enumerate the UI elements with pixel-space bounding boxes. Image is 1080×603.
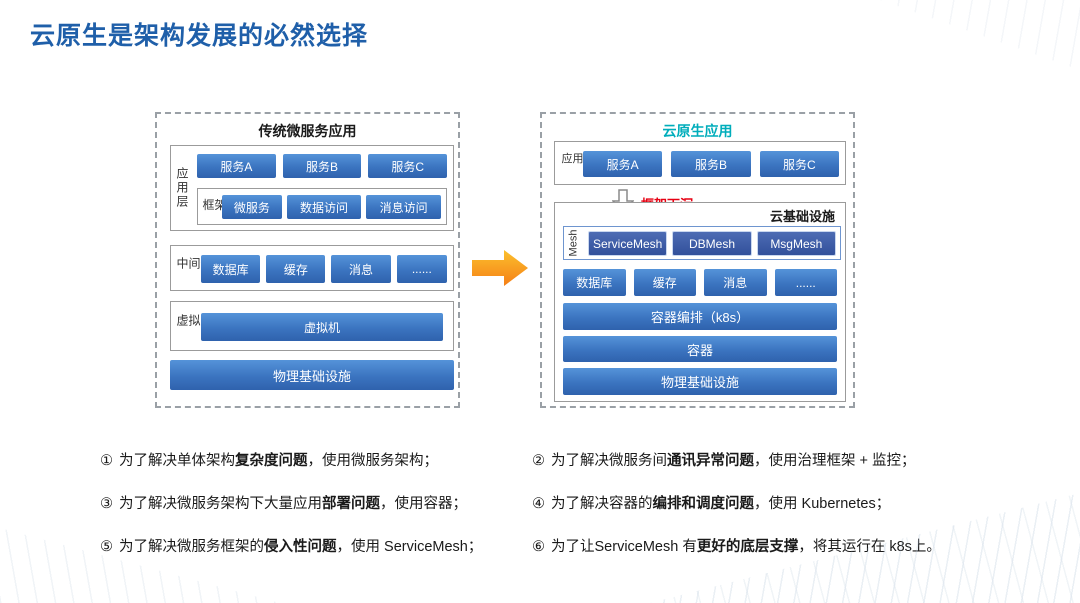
note-number: ③ <box>100 496 113 512</box>
ellipsis-box: ...... <box>396 255 447 283</box>
data-access-box: 数据访问 <box>286 195 362 219</box>
note-bold: 部署问题 <box>322 496 380 512</box>
note-5: ⑤ 为了解决微服务框架的侵入性问题，使用 ServiceMesh； <box>100 535 532 556</box>
note-2: ② 为了解决微服务间通讯异常问题，使用治理框架 + 监控； <box>532 449 1005 470</box>
cloud-infra-section: 云基础设施 Mesh ServiceMesh DBMesh MsgMesh 数据… <box>554 202 846 402</box>
orchestration-box: 容器编排（k8s） <box>563 303 837 330</box>
service-a-box: 服务A <box>583 151 663 177</box>
message-box: 消息 <box>704 269 767 296</box>
right-service-row: 服务A 服务B 服务C <box>583 151 839 177</box>
vm-box: 虚拟机 <box>201 313 443 341</box>
note-text: ，使用微服务架构； <box>307 453 439 469</box>
service-a-box: 服务A <box>197 154 276 178</box>
left-framework-section: 框架 微服务 数据访问 消息访问 <box>197 188 447 225</box>
note-text: 为了解决微服务框架的 <box>119 539 264 555</box>
corner-decoration <box>880 0 1080 70</box>
dbmesh-box: DBMesh <box>672 231 752 256</box>
servicemesh-box: ServiceMesh <box>588 231 668 256</box>
note-text: 为了解决微服务间 <box>551 453 667 469</box>
left-diagram-title: 传统微服务应用 <box>258 123 357 139</box>
left-app-layer-section: 应用层 服务A 服务B 服务C 框架 微服务 数据访问 消息访问 <box>170 145 454 231</box>
left-physical-infra-box: 物理基础设施 <box>170 360 454 390</box>
note-bold: 更好的底层支撑 <box>696 539 799 555</box>
left-middleware-row: 数据库 缓存 消息 ...... <box>201 255 447 283</box>
ellipsis-box: ...... <box>774 269 837 296</box>
note-text: ，使用 Kubernetes； <box>754 496 891 512</box>
right-diagram-title: 云原生应用 <box>662 123 733 139</box>
service-b-box: 服务B <box>671 151 751 177</box>
note-6: ⑥ 为了让ServiceMesh 有更好的底层支撑，将其运行在 k8s上。 <box>532 535 1005 556</box>
note-text: ，使用治理框架 + 监控； <box>754 453 916 469</box>
service-c-box: 服务C <box>368 154 448 178</box>
database-box: 数据库 <box>201 255 261 283</box>
cache-box: 缓存 <box>266 255 326 283</box>
microservice-box: 微服务 <box>222 195 282 219</box>
note-number: ④ <box>532 496 545 512</box>
note-text: 为了让ServiceMesh 有 <box>551 539 697 555</box>
left-framework-row: 微服务 数据访问 消息访问 <box>222 195 441 219</box>
service-b-box: 服务B <box>282 154 362 178</box>
note-text: 为了解决容器的 <box>551 496 653 512</box>
left-virtualization-section: 虚拟化 虚拟机 <box>170 301 454 351</box>
note-bold: 通讯异常问题 <box>667 453 754 469</box>
app-layer-label: 应用层 <box>175 167 189 209</box>
note-text: 为了解决微服务架构下大量应用 <box>119 496 322 512</box>
note-text: 为了解决单体架构 <box>119 453 235 469</box>
right-physical-infra-box: 物理基础设施 <box>563 368 837 395</box>
left-middleware-section: 中间件 数据库 缓存 消息 ...... <box>170 245 454 291</box>
cloud-infra-label: 云基础设施 <box>769 209 835 224</box>
cache-box: 缓存 <box>633 269 696 296</box>
msgmesh-box: MsgMesh <box>756 231 836 256</box>
note-bold: 复杂度问题 <box>235 453 308 469</box>
mesh-row: ServiceMesh DBMesh MsgMesh <box>588 231 836 256</box>
note-number: ⑥ <box>532 539 545 555</box>
service-c-box: 服务C <box>759 151 839 177</box>
cloud-native-diagram: 云原生应用 应用层 服务A 服务B 服务C 框架下沉 云基础设施 Mesh Se… <box>540 112 855 408</box>
note-1: ① 为了解决单体架构复杂度问题，使用微服务架构； <box>100 449 532 470</box>
note-text: ，使用容器； <box>380 496 467 512</box>
message-access-box: 消息访问 <box>366 195 441 219</box>
note-number: ① <box>100 453 113 469</box>
right-app-layer-section: 应用层 服务A 服务B 服务C <box>554 141 846 185</box>
message-box: 消息 <box>331 255 391 283</box>
note-text: ，将其运行在 k8s上。 <box>798 539 941 555</box>
note-number: ② <box>532 453 545 469</box>
note-3: ③ 为了解决微服务架构下大量应用部署问题，使用容器； <box>100 492 532 513</box>
right-middleware-row: 数据库 缓存 消息 ...... <box>563 269 837 296</box>
note-4: ④ 为了解决容器的编排和调度问题，使用 Kubernetes； <box>532 492 1005 513</box>
transform-arrow-icon <box>472 248 530 293</box>
note-text: ，使用 ServiceMesh； <box>336 539 483 555</box>
traditional-app-diagram: 传统微服务应用 应用层 服务A 服务B 服务C 框架 微服务 数据访问 消息访问… <box>155 112 460 408</box>
database-box: 数据库 <box>563 269 626 296</box>
note-bold: 侵入性问题 <box>264 539 337 555</box>
note-number: ⑤ <box>100 539 113 555</box>
mesh-section: Mesh ServiceMesh DBMesh MsgMesh <box>563 226 841 260</box>
container-box: 容器 <box>563 336 837 362</box>
note-bold: 编排和调度问题 <box>652 496 755 512</box>
left-service-row: 服务A 服务B 服务C <box>197 154 448 178</box>
mesh-label: Mesh <box>567 229 580 257</box>
page-title: 云原生是架构发展的必然选择 <box>30 22 369 50</box>
